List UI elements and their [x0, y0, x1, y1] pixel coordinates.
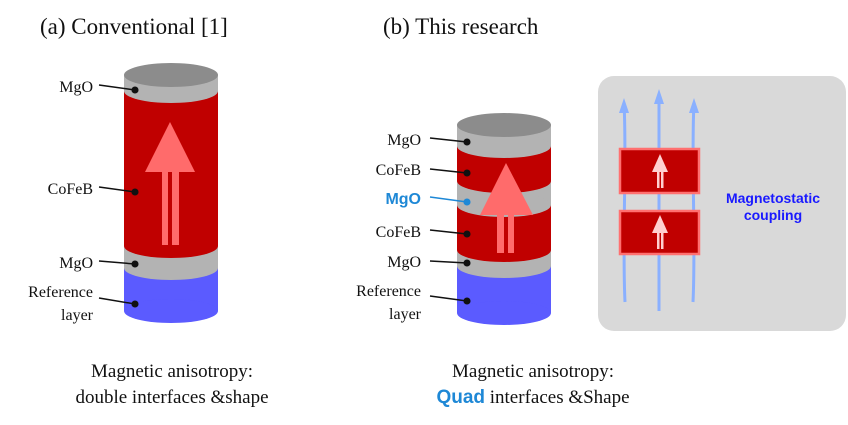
label-mgo-bottom: MgO — [387, 254, 421, 271]
label-mgo-top: MgO — [59, 79, 93, 96]
label-reference: Reference — [28, 284, 93, 301]
label-cofeb-bottom: CoFeB — [376, 224, 421, 241]
caption-b-emphasis: Quad — [436, 387, 485, 408]
label-cofeb-top: CoFeB — [376, 162, 421, 179]
coupling-panel: Magnetostatic coupling — [598, 76, 846, 331]
field-arrowheads — [619, 89, 699, 113]
label-mgo-bottom: MgO — [59, 255, 93, 272]
field-lines — [622, 95, 696, 311]
label-reference: Reference — [356, 283, 421, 300]
magnetization-arrow — [480, 163, 533, 253]
panel-b-title: (b) This research — [383, 14, 539, 39]
label-reference-layer: layer — [61, 307, 94, 324]
label-cofeb: CoFeB — [48, 181, 93, 198]
magnetization-arrow — [145, 122, 195, 245]
cylinder-top — [457, 113, 551, 137]
conventional-stack — [124, 63, 218, 323]
label-mgo-top: MgO — [387, 132, 421, 149]
caption-b-rest: interfaces &Shape — [485, 387, 630, 408]
coupling-label-2: coupling — [744, 207, 802, 223]
cylinder-top — [124, 63, 218, 87]
caption-a-line1: Magnetic anisotropy: — [91, 361, 253, 382]
quad-interface-stack — [457, 113, 551, 325]
coupling-label-1: Magnetostatic — [726, 190, 820, 206]
caption-a-line2: double interfaces &shape — [75, 387, 268, 408]
cofeb-block-bottom — [618, 209, 701, 256]
caption-b-line1: Magnetic anisotropy: — [452, 361, 614, 382]
cofeb-block-top — [618, 147, 701, 195]
cofeb-layer — [124, 88, 218, 258]
label-reference-layer: layer — [389, 306, 422, 323]
label-mgo-middle: MgO — [385, 191, 421, 208]
panel-a-title: (a) Conventional [1] — [40, 14, 228, 39]
caption-b-line2: Quad interfaces &Shape — [436, 387, 629, 408]
panel-b-labels — [429, 137, 471, 305]
panel-a-labels — [98, 84, 139, 308]
